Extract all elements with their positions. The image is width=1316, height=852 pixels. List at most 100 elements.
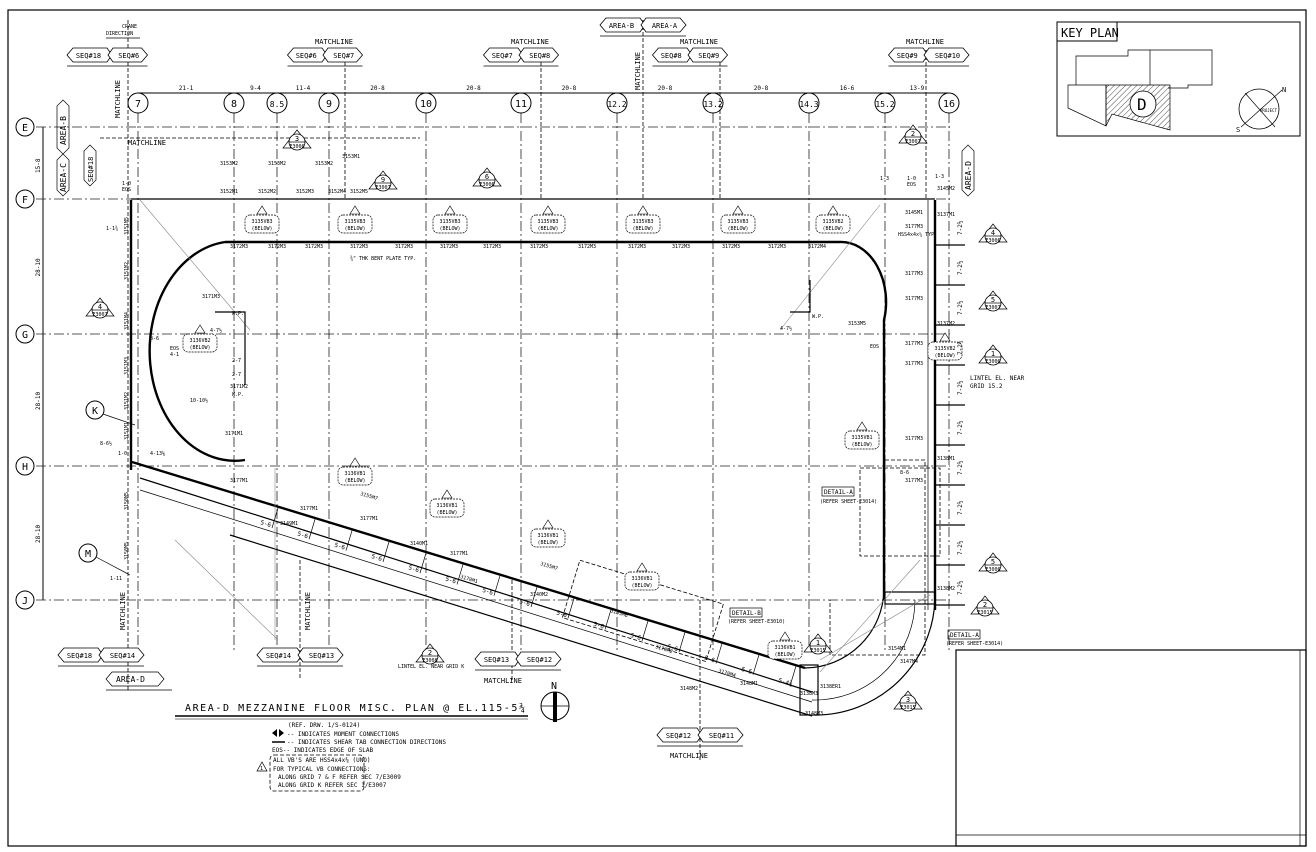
member-mark: 3153M2 [315, 161, 333, 167]
spacing-dimension: 7-2½ [957, 540, 964, 555]
vb-note: (BELOW) [537, 540, 558, 546]
legend-shear-tab: -- INDICATES SHEAR TAB CONNECTION DIRECT… [287, 739, 446, 746]
grid-bubble [318, 92, 340, 114]
matchline-label: MATCHLINE [114, 80, 122, 118]
lintel-note-15-2: GRID 15.2 [970, 383, 1003, 390]
member-mark: 3177M1 [230, 478, 248, 484]
revision-triangle-icon [939, 332, 951, 342]
matchline-label: MATCHLINE [670, 752, 708, 760]
revision-triangle-icon [542, 205, 554, 215]
vb-note: (BELOW) [632, 226, 653, 232]
spacing-dimension: 5-6 [296, 531, 309, 541]
spacing-dimension: 5-6 [518, 598, 531, 608]
key-plan-area: D [1137, 95, 1147, 114]
spacing-tick [308, 519, 316, 540]
dimension-text: 8-6½ [100, 440, 112, 447]
member-mark: 3172M3 [530, 244, 548, 250]
matchline-label: MATCHLINE [128, 139, 166, 147]
vb-callout: 3136VB1(BELOW) [767, 631, 803, 660]
detail-a-label[interactable]: DETAIL-A [950, 632, 979, 639]
tag-shape-right [640, 17, 687, 33]
grid-bubble [15, 456, 35, 476]
member-mark: 3177M3 [905, 478, 923, 484]
spacing-dimension: 5-6 [407, 564, 420, 574]
vb-mark: 3135VB2 [822, 219, 843, 225]
tag-label-right: AREA-A [652, 22, 678, 30]
matchline-label: MATCHLINE [119, 592, 127, 630]
tag-shape-right [515, 651, 562, 667]
detail-a-label[interactable]: DETAIL-A [824, 489, 853, 496]
member-mark: 3151M5 [124, 217, 130, 235]
area-b-tag: AREA-B [59, 116, 68, 145]
tag-shape-right [322, 47, 364, 63]
section-sheet: E3008 [422, 658, 437, 664]
section-sheet: E3015 [810, 648, 825, 654]
grid-bubble [85, 400, 105, 420]
vb-note: (BELOW) [822, 226, 843, 232]
section-number: 4 [98, 303, 102, 311]
member-mark: 3151M2 [124, 262, 130, 280]
vb-mark: 3135VB3 [537, 219, 558, 225]
tag-label-right: SEQ#11 [709, 732, 734, 740]
section-sheet: E3007 [985, 305, 1000, 311]
grid-bubble [15, 590, 35, 610]
tag-label-left: SEQ#8 [661, 52, 682, 60]
spacing-dimension: 5-6 [629, 632, 642, 642]
dimension-text: W.P. [232, 392, 244, 398]
north-arrow-icon: N [540, 681, 570, 722]
tag-label-left: SEQ#18 [67, 652, 92, 660]
grid-label-column: 8.5 [270, 100, 285, 109]
dimension-text: 4-7½ [210, 327, 222, 334]
spacing-dimension: 5-6 [555, 609, 568, 619]
dimension-text: 4-7½ [780, 325, 792, 332]
member-mark: 3151M2 [124, 392, 130, 410]
vb-cloud [432, 214, 468, 234]
member-mark: 3155M7 [359, 491, 378, 502]
member-mark: 3145M1 [905, 210, 923, 216]
key-plan: KEY PLAN D N S PROJECT [1056, 21, 1301, 137]
tag-label-left: SEQ#6 [296, 52, 317, 60]
grid-leader [95, 556, 131, 576]
spacing-dimension: 7-2½ [957, 340, 964, 355]
member-mark: 3177M1 [360, 516, 378, 522]
member-mark: 3148M1 [740, 681, 758, 687]
row-dimension: 28-10 [35, 525, 42, 543]
dimension-text: 2-7 [232, 372, 241, 378]
grid-bubble [223, 92, 245, 114]
row-dimension: 15-8 [35, 158, 42, 173]
tag-label-left: SEQ#12 [666, 732, 691, 740]
revision-triangle-icon [444, 205, 456, 215]
matchline-label: MATCHLINE [315, 38, 353, 46]
section-sheet: E3015 [977, 610, 992, 616]
grid-bubble [127, 92, 149, 114]
dimension-text: 1-0 [122, 181, 131, 187]
dimension-text: 8-6 [150, 336, 159, 342]
grid-label-row: J [22, 596, 28, 607]
vb-cloud [625, 214, 661, 234]
seq18-tag: SEQ#18 [87, 157, 95, 182]
vb-callout: 3135VB3(BELOW) [720, 205, 756, 234]
tag-shape-right [98, 647, 145, 663]
vb-callout: 3135VB3(BELOW) [625, 205, 661, 234]
member-mark: 3177M1 [450, 551, 468, 557]
grid-label-column: 11 [515, 99, 527, 110]
member-mark: 3153M5 [848, 321, 866, 327]
member-mark: 3138M1 [937, 456, 955, 462]
revision-triangle-icon [637, 205, 649, 215]
grid-bubble [606, 92, 628, 114]
dimension-text: 10-10½ [190, 397, 208, 404]
spacing-tick [271, 507, 279, 529]
section-number: 5 [991, 296, 995, 304]
detail-b-label[interactable]: DETAIL-B [732, 610, 761, 617]
member-mark: 3177M3 [905, 436, 923, 442]
area-d-tag: AREA-D [964, 161, 973, 190]
column-dimension: 16-6 [840, 85, 855, 92]
member-mark: 3171M1 [225, 431, 243, 437]
member-mark: 3177M3 [905, 341, 923, 347]
member-mark: 3138M3 [800, 691, 818, 697]
section-number: 3 [295, 135, 299, 143]
